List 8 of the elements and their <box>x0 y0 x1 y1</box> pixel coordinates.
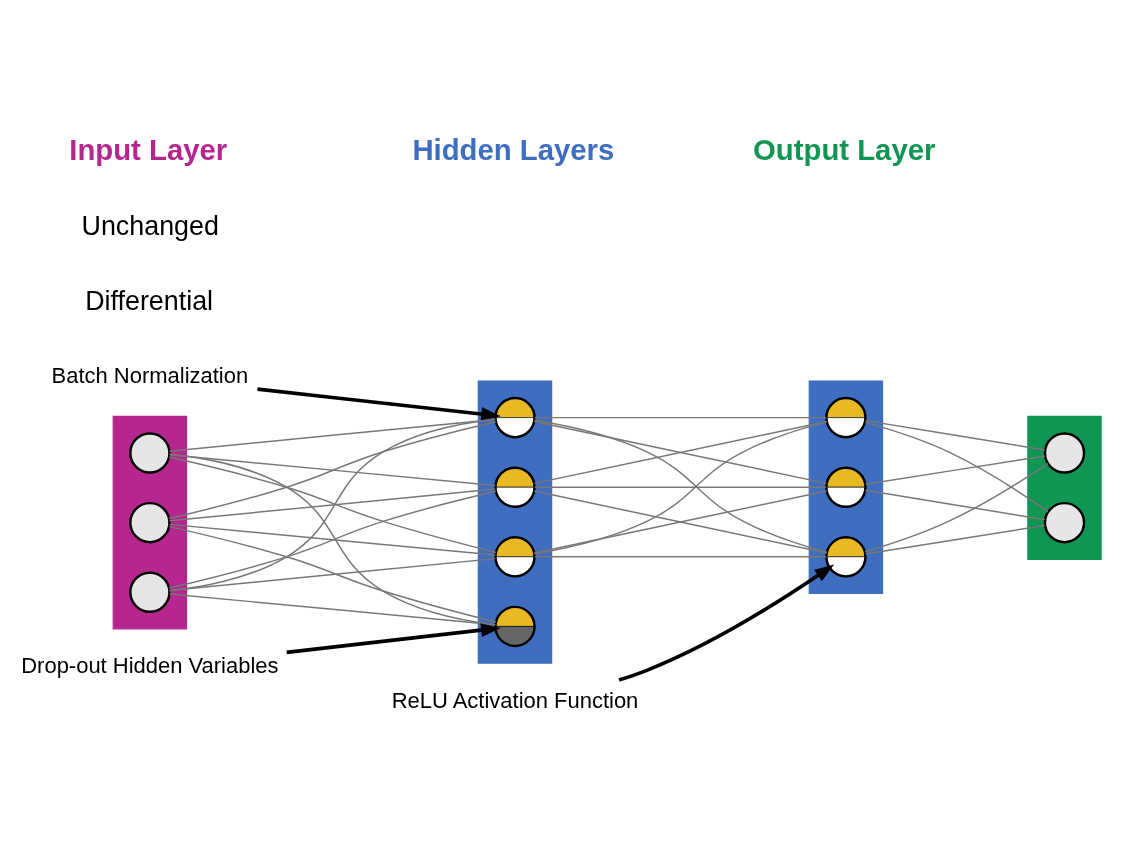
label: Differential <box>85 285 214 316</box>
label: Hidden Layers <box>412 133 615 167</box>
label: Input Layer <box>69 133 228 167</box>
label: Output Layer <box>753 133 936 167</box>
label: Unchanged <box>81 211 219 242</box>
node-text: Drop-out Hidden Variables <box>21 653 279 679</box>
node-text: ReLU Activation Function <box>391 687 639 713</box>
node-text: Batch Normalization <box>51 362 249 388</box>
